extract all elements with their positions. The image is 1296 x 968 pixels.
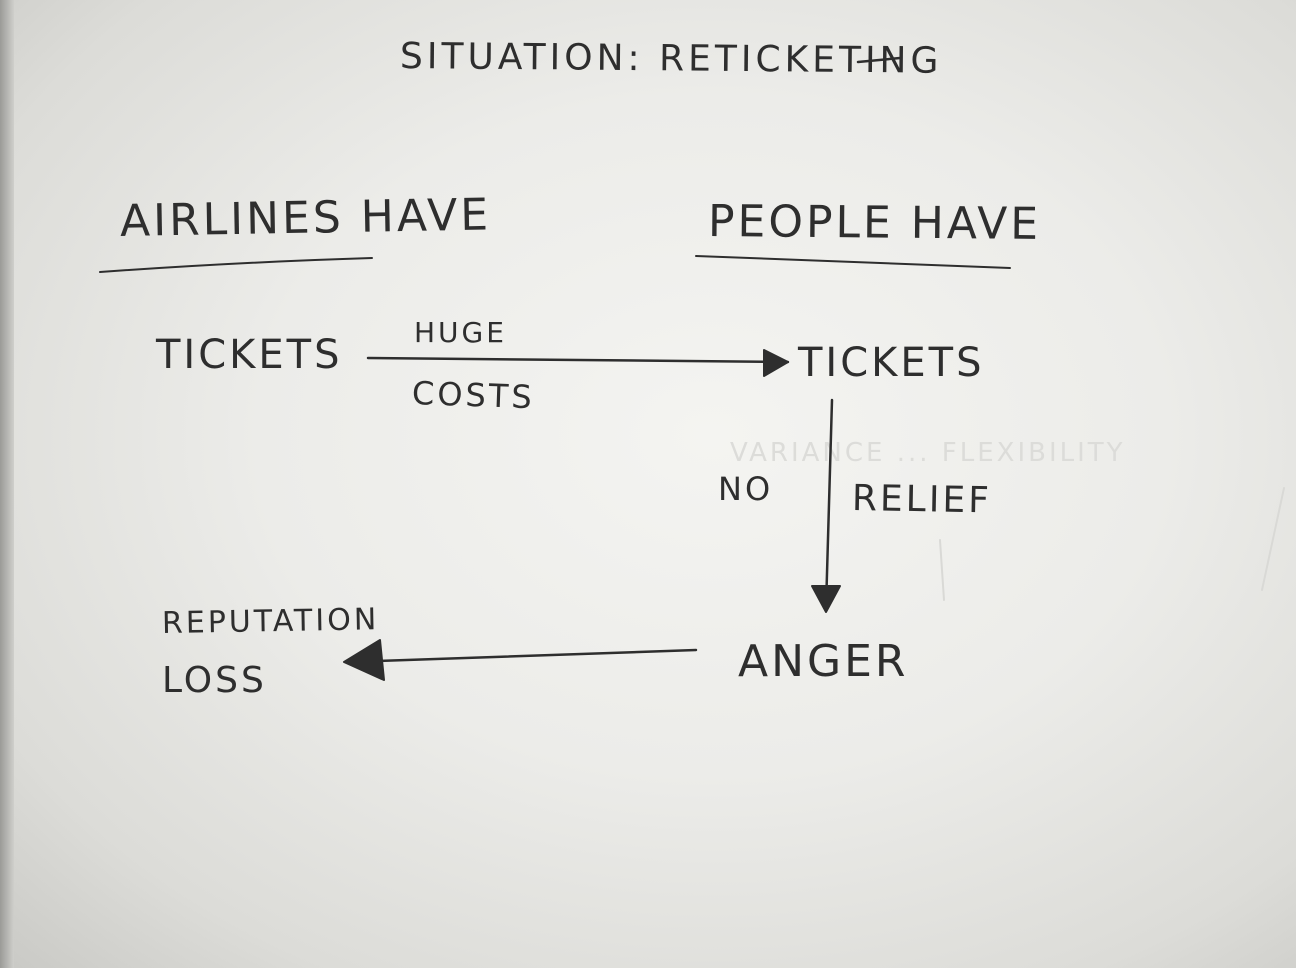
- huge-edge-label: HUGE: [414, 316, 507, 349]
- diagram-title: SITUATION: RETICKETING: [399, 36, 943, 82]
- anger-node: ANGER: [738, 636, 909, 687]
- reputation-node: REPUTATION: [161, 602, 380, 641]
- people-tickets-node: TICKETS: [798, 340, 985, 386]
- faded-strike-mark: [939, 539, 945, 601]
- paper-edge: [0, 0, 14, 968]
- airlines-heading-underline: [99, 257, 373, 273]
- people-heading-underline: [695, 255, 1011, 269]
- faded-slash-mark: [1261, 487, 1285, 591]
- costs-edge-label: COSTS: [411, 374, 536, 417]
- costs-arrow-head: [763, 349, 789, 377]
- no-edge-label: NO: [718, 470, 774, 508]
- relief-arrow-head: [811, 585, 841, 613]
- relief-arrow-line: [824, 398, 834, 610]
- airlines-heading: AIRLINES HAVE: [119, 189, 492, 247]
- title-underline: [856, 56, 902, 64]
- anger-arrow-line: [346, 648, 698, 664]
- people-heading: PEOPLE HAVE: [707, 196, 1042, 250]
- relief-edge-label: RELIEF: [851, 478, 993, 522]
- loss-node: LOSS: [162, 660, 267, 701]
- airline-tickets-node: TICKETS: [156, 332, 343, 378]
- costs-arrow-line: [366, 356, 790, 364]
- anger-arrow-head: [343, 639, 385, 681]
- faded-erased-text: VARIANCE ... FLEXIBILITY: [730, 438, 1126, 468]
